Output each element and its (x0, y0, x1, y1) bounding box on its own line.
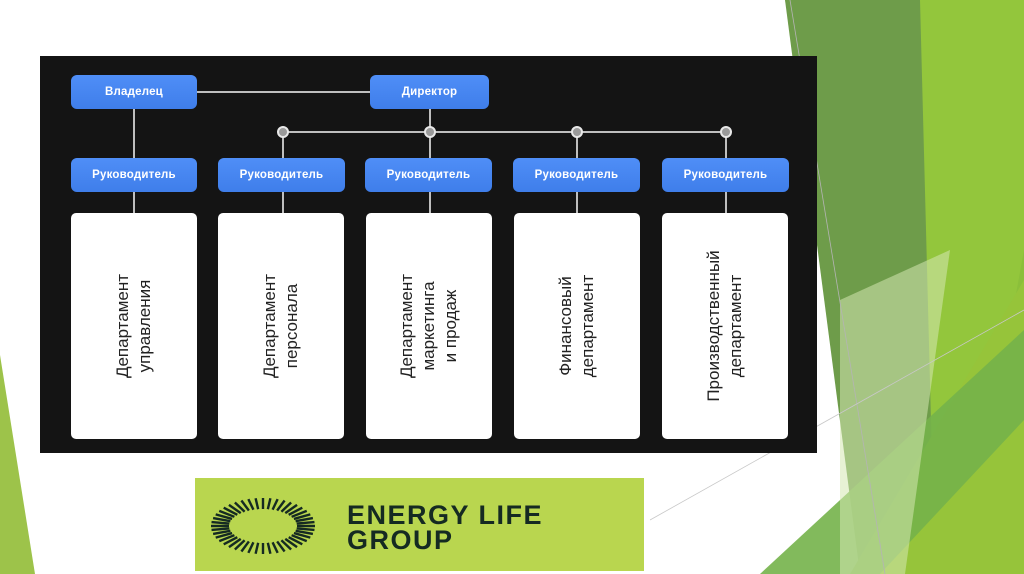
sunburst-ray (291, 534, 308, 543)
department-card-management: Департамент управления (71, 213, 197, 439)
manager-dept-connector (725, 192, 727, 214)
sunburst-ray (280, 501, 292, 513)
manager-node-1: Руководитель (71, 158, 197, 192)
right-green-facet-base (785, 0, 1024, 574)
sunburst-ray (293, 513, 311, 521)
sunburst-ray (271, 541, 279, 554)
manager-dept-connector (576, 192, 578, 214)
sunburst-ray (284, 503, 298, 515)
sunburst-ray (234, 539, 246, 551)
sunburst-ray (296, 527, 315, 532)
manager-dept-connector (282, 192, 284, 214)
right-green-facet-pale (840, 250, 950, 574)
sunburst-ray (266, 498, 272, 510)
sunburst-ray (215, 531, 233, 539)
right-green-facet-light (920, 0, 1024, 574)
sunburst-ray (271, 498, 279, 511)
org-chart-panel: Владелец Директор Руководитель Руководит… (40, 56, 817, 453)
sunburst-ray (228, 537, 242, 549)
sunburst-ray (211, 527, 230, 532)
manager-node-3: Руководитель (365, 158, 492, 192)
manager-node-5: Руководитель (662, 158, 789, 192)
director-node: Директор (370, 75, 489, 109)
department-label: Департамент персонала (260, 273, 301, 379)
junction-dot (720, 126, 732, 138)
bus-drop-3 (429, 132, 431, 158)
sunburst-ray (228, 503, 242, 515)
sunburst-ray (240, 499, 250, 512)
company-logo-banner: ENERGY LIFE GROUP (195, 478, 644, 571)
sunburst-ray (288, 506, 303, 516)
department-card-production: Производственный департамент (662, 213, 788, 439)
sunburst-ray (288, 536, 303, 546)
sunburst-ray (223, 536, 238, 546)
manager-dept-connector (429, 192, 431, 214)
junction-dot (424, 126, 436, 138)
bus-drop-5 (725, 132, 727, 158)
sunburst-ray (212, 529, 231, 536)
manager-node-2: Руководитель (218, 158, 345, 192)
sunburst-ray (211, 520, 230, 525)
sunburst-ray (223, 506, 238, 516)
owner-manager-connector (133, 108, 135, 158)
sunburst-ray (215, 513, 233, 521)
sunburst-ray (254, 542, 260, 554)
sunburst-ray (234, 501, 246, 513)
sunburst-ray (280, 539, 292, 551)
company-name: ENERGY LIFE GROUP (347, 500, 544, 555)
sunburst-ray (291, 509, 308, 518)
sunburst-ray (218, 509, 235, 518)
junction-dot (571, 126, 583, 138)
sunburst-ray (218, 534, 235, 543)
department-label: Департамент управления (113, 273, 154, 379)
manager-node-4: Руководитель (513, 158, 640, 192)
owner-node: Владелец (71, 75, 197, 109)
director-bus-connector (429, 108, 431, 132)
bus-drop-4 (576, 132, 578, 158)
sunburst-ray (266, 542, 272, 554)
junction-dot (277, 126, 289, 138)
left-green-facet (0, 355, 35, 574)
bus-drop-2 (282, 132, 284, 158)
sunburst-ray (276, 499, 286, 512)
sunburst-ray (212, 516, 231, 523)
sunburst-ray (295, 529, 314, 536)
sunburst-ring-icon (211, 498, 315, 554)
manager-bus-line (282, 131, 727, 133)
sunburst-ray (247, 541, 255, 554)
sunburst-ray (240, 540, 250, 553)
sunburst-ray (247, 498, 255, 511)
sunburst-ray (284, 537, 298, 549)
department-label: Финансовый департамент (556, 274, 597, 378)
owner-director-connector (197, 91, 370, 93)
department-card-marketing-sales: Департамент маркетинга и продаж (366, 213, 492, 439)
department-card-personnel: Департамент персонала (218, 213, 344, 439)
sunburst-ray (254, 498, 260, 510)
right-green-facet-lime (850, 280, 1024, 574)
sunburst-ray (293, 531, 311, 539)
department-label: Производственный департамент (704, 250, 745, 402)
sunburst-ray (296, 520, 315, 525)
sunburst-ray (295, 516, 314, 523)
sunburst-ray (276, 540, 286, 553)
department-card-finance: Финансовый департамент (514, 213, 640, 439)
manager-dept-connector (133, 192, 135, 214)
department-label: Департамент маркетинга и продаж (397, 273, 460, 379)
